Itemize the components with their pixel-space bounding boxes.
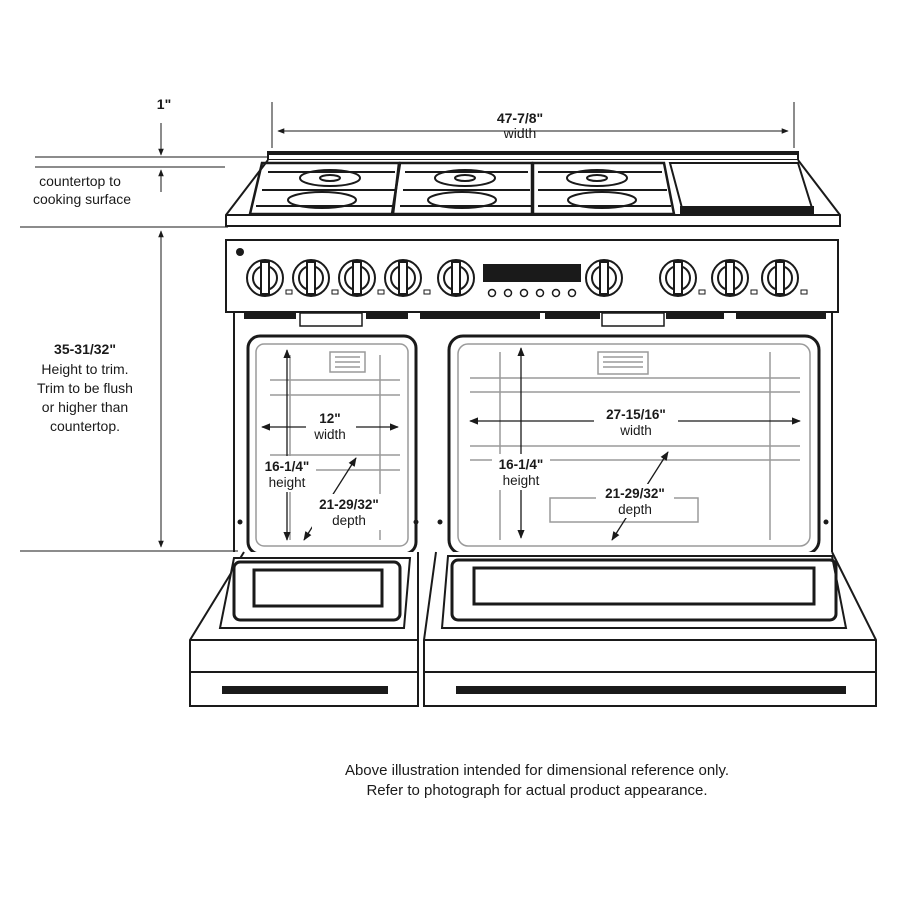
- small-oven-width-value: 12": [319, 411, 340, 426]
- large-oven-height-value: 16-1/4": [499, 457, 544, 472]
- large-oven-height-label: height: [503, 473, 540, 488]
- footnote-line2: Refer to photograph for actual product a…: [366, 782, 707, 799]
- large-oven-depth-label: depth: [618, 502, 652, 517]
- large-oven-cavity: [447, 334, 821, 556]
- overall-width-label: width: [503, 125, 537, 141]
- top-gap-value: 1": [157, 96, 171, 112]
- height-to-trim-line2: Trim to be flush: [37, 380, 133, 396]
- dimension-guides: [20, 102, 795, 552]
- dimension-labels: 1" countertop to cooking surface 47-7/8"…: [33, 96, 666, 528]
- height-to-trim-value: 35-31/32": [54, 341, 116, 357]
- label-backgrounds: [258, 404, 678, 530]
- small-oven-depth-label: depth: [332, 513, 366, 528]
- cooktop: [225, 151, 841, 227]
- brand-logo-icon: [236, 248, 244, 256]
- large-oven-width-value: 27-15/16": [606, 407, 666, 422]
- vent-strip: [244, 312, 826, 327]
- control-panel: [225, 239, 839, 313]
- small-oven-door: [189, 551, 419, 707]
- range-illustration: [189, 151, 877, 707]
- large-oven-depth-value: 21-29/32": [605, 486, 665, 501]
- large-oven-door: [423, 551, 877, 707]
- small-oven-depth-value: 21-29/32": [319, 497, 379, 512]
- clock-display: [483, 264, 581, 282]
- small-oven-width-label: width: [313, 427, 346, 442]
- footnote-line1: Above illustration intended for dimensio…: [345, 762, 729, 779]
- large-oven-width-label: width: [619, 423, 652, 438]
- small-oven-height-value: 16-1/4": [265, 459, 310, 474]
- height-to-trim-line3: or higher than: [42, 399, 128, 415]
- overall-width-value: 47-7/8": [497, 110, 543, 126]
- height-to-trim-line1: Height to trim.: [41, 361, 128, 377]
- small-oven-height-label: height: [269, 475, 306, 490]
- height-to-trim-line4: countertop.: [50, 418, 120, 434]
- countertop-label-line2: cooking surface: [33, 191, 131, 207]
- footnote: Above illustration intended for dimensio…: [345, 762, 729, 799]
- countertop-label-line1: countertop to: [39, 173, 121, 189]
